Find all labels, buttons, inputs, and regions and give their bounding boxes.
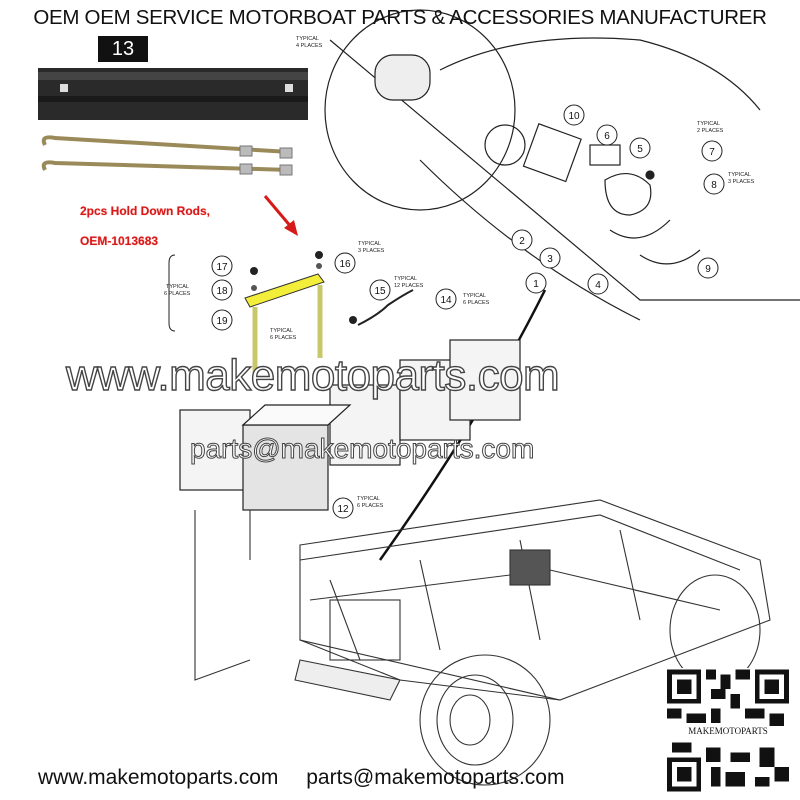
- watermark-website: www.makemotoparts.com: [65, 351, 560, 400]
- annotation-part-number: OEM-1013683: [80, 234, 159, 248]
- annotation-rods: 2pcs Hold Down Rods,: [80, 204, 211, 218]
- callout-19: 19: [211, 309, 233, 331]
- svg-text:4: 4: [595, 280, 601, 291]
- svg-text:6 PLACES: 6 PLACES: [463, 300, 490, 306]
- qr-label: MAKEMOTOPARTS: [667, 726, 789, 737]
- svg-text:6 PLACES: 6 PLACES: [357, 503, 384, 509]
- svg-text:6 PLACES: 6 PLACES: [270, 335, 297, 341]
- red-arrow: [263, 195, 298, 236]
- svg-text:2 PLACES: 2 PLACES: [697, 128, 724, 134]
- svg-text:1: 1: [533, 279, 539, 290]
- svg-text:15: 15: [374, 286, 386, 297]
- svg-text:8: 8: [711, 180, 717, 191]
- callout-10: 10: [563, 104, 585, 126]
- svg-text:3 PLACES: 3 PLACES: [358, 248, 385, 254]
- batteries: [179, 339, 521, 511]
- callout-14: 14: [435, 288, 457, 310]
- footer-email: parts@makemotoparts.com: [306, 766, 565, 789]
- svg-text:2: 2: [519, 236, 525, 247]
- svg-text:3 PLACES: 3 PLACES: [728, 179, 755, 185]
- callout-5: 5: [629, 137, 651, 159]
- footer-website: www.makemotoparts.com: [38, 766, 279, 789]
- svg-text:TYPICAL: TYPICAL: [357, 496, 380, 502]
- svg-text:5: 5: [637, 144, 643, 155]
- motor-assembly: [324, 9, 800, 321]
- footer-contact: www.makemotoparts.com parts@makemotopart…: [38, 766, 586, 790]
- callout-9: 9: [697, 257, 719, 279]
- svg-text:12: 12: [337, 504, 349, 515]
- svg-text:TYPICAL: TYPICAL: [463, 293, 486, 299]
- callout-18: 18: [211, 279, 233, 301]
- callout-16: 16: [334, 252, 356, 274]
- callout-12: 12: [332, 497, 354, 519]
- svg-text:TYPICAL: TYPICAL: [296, 36, 319, 42]
- callout-2: 2: [511, 229, 533, 251]
- svg-text:18: 18: [216, 286, 228, 297]
- svg-text:TYPICAL: TYPICAL: [394, 276, 417, 282]
- svg-text:10: 10: [568, 111, 580, 122]
- svg-text:17: 17: [216, 262, 228, 273]
- callout-15: 15: [369, 279, 391, 301]
- callout-4: 4: [587, 273, 609, 295]
- svg-text:6: 6: [604, 131, 610, 142]
- svg-text:TYPICAL: TYPICAL: [728, 172, 751, 178]
- callout-17: 17: [211, 255, 233, 277]
- callout-8: 8: [703, 173, 725, 195]
- svg-text:TYPICAL: TYPICAL: [270, 328, 293, 334]
- hold-down-bar-photo: [38, 68, 308, 120]
- svg-text:16: 16: [339, 259, 351, 270]
- hold-down-rods-photo: [41, 135, 293, 176]
- hold-down-bracket: [168, 251, 414, 380]
- svg-text:4 PLACES: 4 PLACES: [296, 43, 323, 49]
- callout-3: 3: [539, 247, 561, 269]
- svg-text:9: 9: [705, 264, 711, 275]
- callout-1: 1: [525, 272, 547, 294]
- svg-text:TYPICAL: TYPICAL: [358, 241, 381, 247]
- svg-text:TYPICAL: TYPICAL: [166, 284, 189, 290]
- cable: [378, 289, 547, 561]
- watermark-email: parts@makemotoparts.com: [189, 433, 535, 465]
- svg-text:6 PLACES: 6 PLACES: [164, 291, 191, 297]
- svg-text:14: 14: [440, 295, 452, 306]
- callout-6: 6: [596, 124, 618, 146]
- svg-text:TYPICAL: TYPICAL: [697, 121, 720, 127]
- callout-7: 7: [701, 140, 723, 162]
- golf-cart-chassis: [194, 499, 771, 786]
- svg-text:12 PLACES: 12 PLACES: [394, 283, 424, 289]
- svg-text:19: 19: [216, 316, 228, 327]
- svg-text:3: 3: [547, 254, 553, 265]
- figure-number-badge: 13: [98, 36, 148, 62]
- svg-text:7: 7: [709, 147, 715, 158]
- page-title: OEM OEM SERVICE MOTORBOAT PARTS & ACCESS…: [33, 6, 767, 29]
